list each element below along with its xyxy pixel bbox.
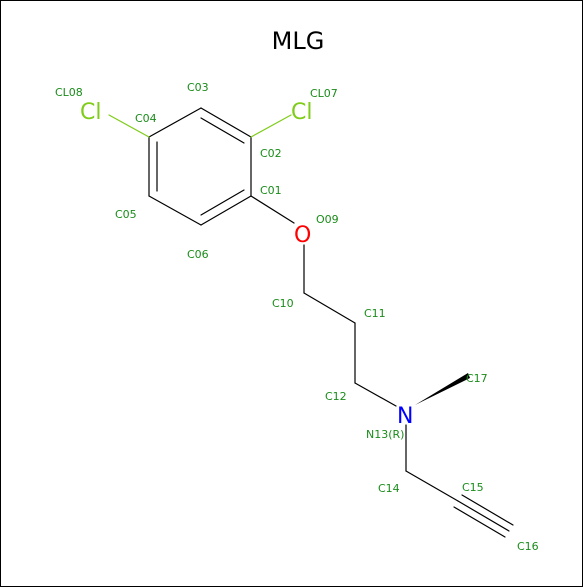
bond-c10-c11 <box>303 292 356 324</box>
bonds <box>108 107 514 538</box>
bond-c06-c05 <box>148 195 202 226</box>
diagram-title: MLG <box>272 27 325 55</box>
atom-label-c02: C02 <box>260 147 282 160</box>
bond-c12-n13 <box>354 382 397 407</box>
bond-c02-cl07 <box>250 114 292 138</box>
atom-label-c15: C15 <box>462 481 484 494</box>
atom-label-c05: C05 <box>115 208 137 221</box>
bond-c04-c03 <box>148 107 202 138</box>
atom-label-c01: C01 <box>260 184 282 197</box>
bond-c15-c16-a <box>457 500 510 532</box>
atom-label-c04: C04 <box>135 112 157 125</box>
atom-label-c03: C03 <box>187 81 209 94</box>
atom-label-c11: C11 <box>364 307 386 320</box>
bond-c01-c06-inner <box>200 189 245 216</box>
atom-labels: CL08 C03 CL07 C04 C02 C01 C05 O09 C06 C1… <box>55 81 539 553</box>
bond-c03-c02 <box>200 107 252 138</box>
bond-c01-o09 <box>250 195 295 224</box>
atom-label-c10: C10 <box>272 297 294 310</box>
wedge-bond-n13-c17 <box>415 373 470 405</box>
bond-c03-c02-inner <box>200 117 245 144</box>
atom-label-n13: N13(R) <box>366 428 404 441</box>
atom-label-o09: O09 <box>316 213 339 226</box>
cl07-symbol: Cl <box>291 100 312 125</box>
atom-label-c17: C17 <box>466 372 488 385</box>
atom-label-c06: C06 <box>187 248 209 261</box>
bond-c14-c15 <box>405 470 459 502</box>
cl08-symbol: Cl <box>80 100 101 125</box>
bond-c01-c06 <box>200 195 252 226</box>
bond-c15-c16-b <box>461 494 514 526</box>
n13-symbol: N <box>397 404 413 429</box>
bond-c15-c16-c <box>453 506 506 538</box>
atom-label-c16: C16 <box>517 540 539 553</box>
o09-symbol: O <box>294 223 311 248</box>
atom-label-cl07: CL07 <box>310 87 338 100</box>
bond-c04-cl08 <box>108 114 150 138</box>
element-symbols: Cl Cl O N <box>80 100 413 429</box>
atom-label-c14: C14 <box>378 482 400 495</box>
atom-label-cl08: CL08 <box>55 86 83 99</box>
atom-label-c12: C12 <box>325 390 347 403</box>
